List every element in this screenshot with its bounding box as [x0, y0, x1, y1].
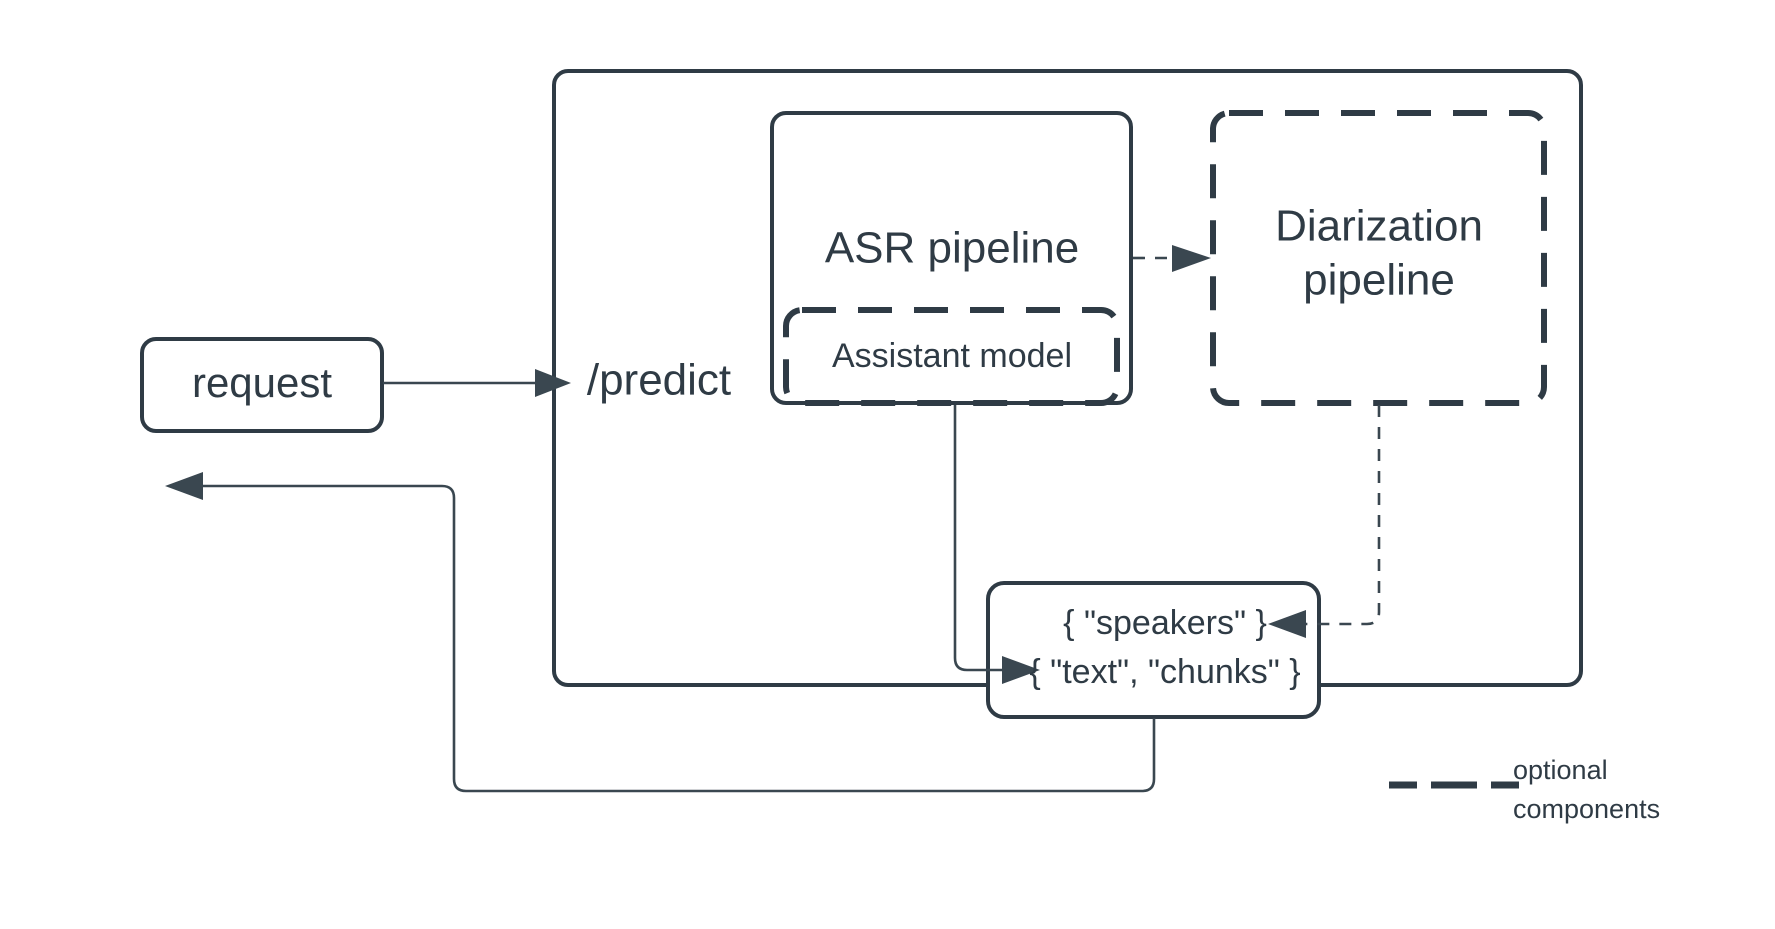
output-label-speakers: { "speakers" } — [1063, 604, 1267, 642]
edge-asr-to-diarization — [1133, 245, 1211, 272]
optional-components-legend: optional components — [1389, 755, 1660, 824]
asr-pipeline-label: ASR pipeline — [825, 224, 1079, 273]
diarization-pipeline-label-line2: pipeline — [1303, 256, 1455, 305]
legend-label-line1: optional — [1513, 755, 1608, 785]
request-label: request — [192, 359, 332, 406]
edge-request-to-predict — [383, 369, 571, 397]
asr-pipeline-node[interactable] — [770, 111, 1133, 405]
edge-output-to-response — [165, 472, 1156, 793]
assistant-model-node[interactable] — [783, 307, 1120, 406]
request-node[interactable] — [140, 337, 384, 433]
edge-asr-to-output-text — [953, 405, 1040, 684]
output-node[interactable] — [986, 581, 1321, 719]
legend-label-line2: components — [1513, 794, 1660, 824]
output-label-text-chunks: { "text", "chunks" } — [1029, 653, 1300, 691]
service-label: /predict — [587, 356, 731, 405]
edge-diarization-to-output-speakers — [1268, 405, 1381, 638]
diarization-pipeline-label-line1: Diarization — [1275, 202, 1483, 251]
diarization-pipeline-node[interactable] — [1210, 110, 1547, 406]
assistant-model-label: Assistant model — [832, 337, 1072, 375]
